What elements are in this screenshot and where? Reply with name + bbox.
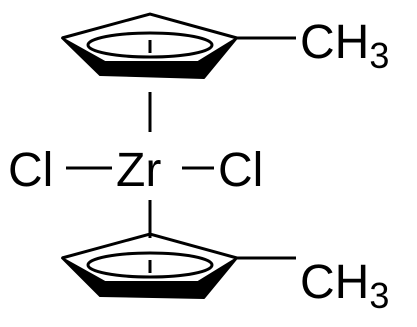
top-ring-aromatic-circle xyxy=(86,31,214,59)
bottom-methyl-label: CH3 xyxy=(300,256,389,316)
bottom-methyl-ch: CH xyxy=(300,256,369,309)
zirconium-label: Zr xyxy=(116,144,161,197)
bottom-methyl-subscript: 3 xyxy=(369,275,389,316)
left-chlorine-label: Cl xyxy=(8,144,53,197)
top-methyl-ch: CH xyxy=(300,16,369,69)
top-ring-back-edge xyxy=(61,12,238,40)
top-methyl-subscript: 3 xyxy=(369,35,389,76)
bottom-ring-aromatic-circle xyxy=(86,251,214,279)
right-chlorine-label: Cl xyxy=(218,144,263,197)
top-methyl-label: CH3 xyxy=(300,16,389,76)
bottom-cp-ring xyxy=(61,232,296,299)
bottom-ring-back-edge xyxy=(61,232,238,260)
top-cp-ring xyxy=(61,12,296,79)
